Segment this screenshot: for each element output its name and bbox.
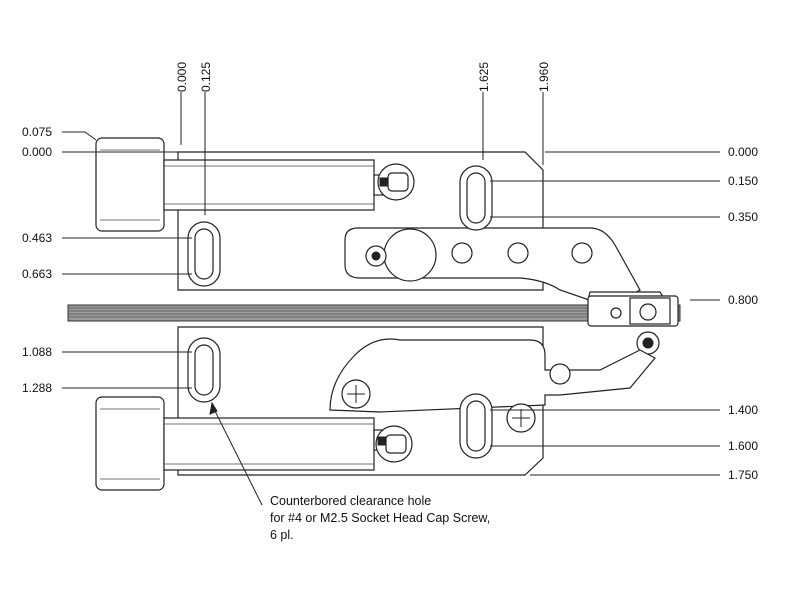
x-label-3: 1.960: [537, 62, 551, 92]
y-right-label-1: 0.150: [728, 174, 758, 188]
callout-note: Counterbored clearance hole for #4 or M2…: [270, 494, 490, 542]
fiber-rod: [67, 304, 681, 322]
y-left-label-4: 1.088: [22, 345, 52, 359]
dimension-lines: [62, 92, 720, 506]
y-left-label-2: 0.463: [22, 231, 52, 245]
y-left-label-5: 1.288: [22, 381, 52, 395]
x-label-0: 0.000: [175, 62, 189, 92]
upper-lever-arm: [344, 227, 667, 303]
y-right-label-4: 1.400: [728, 403, 758, 417]
callout-line-2: for #4 or M2.5 Socket Head Cap Screw,: [270, 511, 490, 525]
phillips-screw: [506, 403, 536, 433]
y-right-label-2: 0.350: [728, 210, 758, 224]
clamp-head: [587, 295, 679, 355]
y-left-label-0: 0.075: [22, 125, 52, 139]
y-right-label-3: 0.800: [728, 293, 758, 307]
callout-line-3: 6 pl.: [270, 528, 294, 542]
y-right-label-5: 1.600: [728, 439, 758, 453]
x-label-2: 1.625: [477, 62, 491, 92]
slot-holes: [187, 165, 493, 459]
callout-line-1: Counterbored clearance hole: [270, 494, 431, 508]
y-right-label-0: 0.000: [728, 145, 758, 159]
y-right-label-6: 1.750: [728, 468, 758, 482]
y-left-label-3: 0.663: [22, 267, 52, 281]
x-dimension-labels: 0.000 0.125 1.625 1.960: [175, 62, 551, 92]
x-label-1: 0.125: [199, 62, 213, 92]
lower-lever-arm: [329, 338, 656, 413]
y-left-label-1: 0.000: [22, 145, 52, 159]
bottom-adjuster: [95, 396, 413, 491]
y-right-dimension-labels: 0.000 0.150 0.350 0.800 1.400 1.600 1.75…: [728, 145, 758, 482]
top-adjuster: [95, 137, 415, 232]
y-left-dimension-labels: 0.075 0.000 0.463 0.663 1.088 1.288: [22, 125, 52, 395]
